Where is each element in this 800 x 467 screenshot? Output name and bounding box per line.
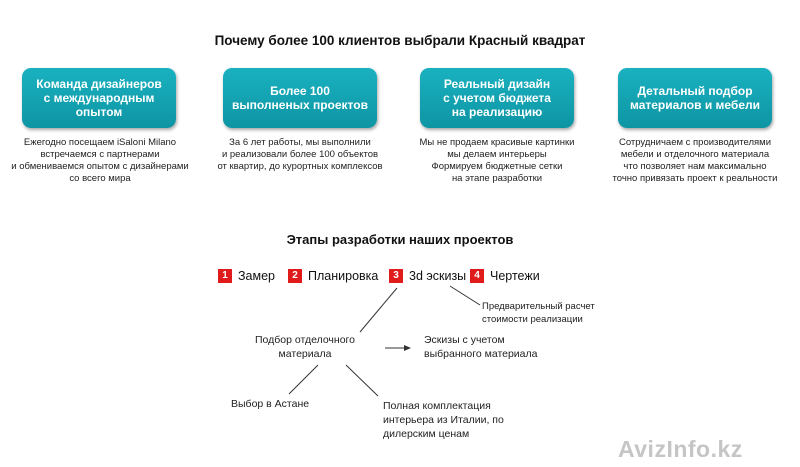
step-number-badge: 3: [389, 269, 403, 283]
step-3d-sketches: 3 3d эскизы: [389, 269, 466, 283]
connector-to-astana: [288, 364, 319, 395]
note-budget-estimate: Предварительный расчет стоимости реализа…: [482, 301, 595, 325]
step-label: Чертежи: [490, 269, 540, 283]
step-label: Планировка: [308, 269, 379, 283]
card-team-description: Ежегодно посещаем iSaloni Milano встреча…: [11, 137, 189, 184]
note-material-selection: Подбор отделочного материала: [255, 334, 355, 360]
step-number-badge: 1: [218, 269, 232, 283]
card-materials: Детальный подбор материалов и мебели: [618, 68, 772, 128]
step-measure: 1 Замер: [218, 269, 275, 283]
step-label: Замер: [238, 269, 275, 283]
card-projects-description: За 6 лет работы, мы выполнили и реализов…: [217, 137, 383, 172]
connector-to-materials: [359, 287, 398, 333]
section-title-stages: Этапы разработки наших проектов: [286, 232, 514, 247]
note-sketches: Эскизы с учетом выбранного материала: [424, 334, 538, 360]
connector-to-budget-note: [449, 285, 481, 306]
card-projects: Более 100 выполненых проектов: [223, 68, 377, 128]
step-label: 3d эскизы: [409, 269, 467, 283]
card-materials-description: Сотрудничаем с производителями мебели и …: [612, 137, 778, 184]
arrow-head-icon: [404, 345, 411, 351]
step-layout: 2 Планировка: [288, 269, 378, 283]
step-drawings: 4 Чертежи: [470, 269, 540, 283]
card-budget-description: Мы не продаем красивые картинки мы делае…: [419, 137, 575, 184]
card-team: Команда дизайнеров с международным опыто…: [22, 68, 176, 128]
step-number-badge: 4: [470, 269, 484, 283]
note-italy: Полная комплектация интерьера из Италии,…: [383, 400, 504, 440]
section-title-why-us: Почему более 100 клиентов выбрали Красны…: [214, 33, 586, 48]
watermark: AvizInfo.kz: [618, 436, 743, 462]
note-astana: Выбор в Астане: [231, 398, 310, 410]
connector-to-italy: [345, 364, 379, 397]
card-budget: Реальный дизайн с учетом бюджета на реал…: [420, 68, 574, 128]
step-number-badge: 2: [288, 269, 302, 283]
